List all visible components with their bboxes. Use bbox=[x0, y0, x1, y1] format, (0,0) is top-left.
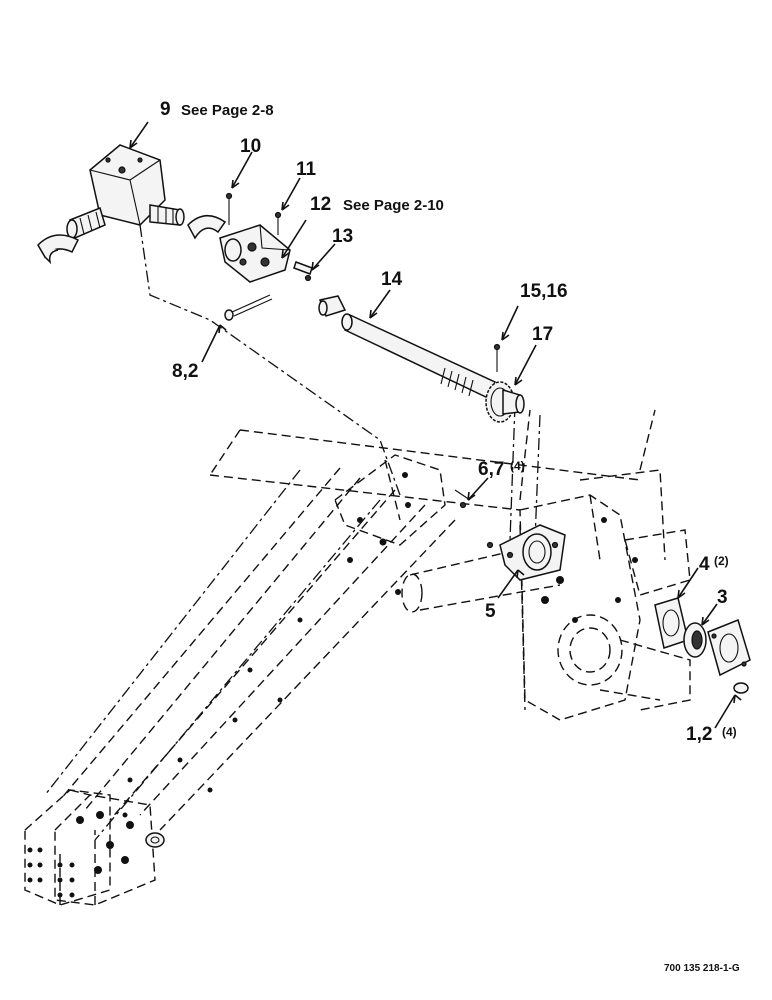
gasket-part-4 bbox=[654, 597, 689, 649]
callout-10: 10 bbox=[240, 136, 261, 157]
frame-phantom bbox=[24, 409, 691, 906]
callout-6-7: 6,7 bbox=[478, 459, 504, 480]
callout-4-qty: (2) bbox=[714, 554, 729, 568]
bolts-part-6-7 bbox=[454, 489, 494, 549]
callout-9: 9 bbox=[160, 99, 171, 120]
callout-labels: 9 See Page 2-8 10 11 12 See Page 2-10 13… bbox=[160, 99, 737, 745]
callout-4: 4 bbox=[699, 554, 710, 575]
callout-9-note: See Page 2-8 bbox=[181, 102, 274, 119]
bolt-part-10 bbox=[225, 192, 233, 225]
callout-17: 17 bbox=[532, 324, 553, 345]
pivot-pin bbox=[145, 832, 165, 848]
callout-5: 5 bbox=[485, 601, 496, 622]
bolt-part-15-16 bbox=[493, 343, 501, 372]
bearing-part-3 bbox=[683, 622, 707, 658]
coupler-part-12 bbox=[219, 224, 291, 283]
callout-1-2-qty: (4) bbox=[722, 725, 737, 739]
callout-12-note: See Page 2-10 bbox=[343, 197, 444, 214]
center-lines bbox=[139, 224, 541, 541]
callout-13: 13 bbox=[332, 226, 353, 247]
sprocket-part-17 bbox=[485, 381, 525, 423]
callout-15-16: 15,16 bbox=[520, 281, 568, 302]
bolt-part-8-2 bbox=[224, 294, 273, 321]
gearbox-part-9 bbox=[66, 144, 185, 240]
bolt-part-11 bbox=[274, 211, 282, 235]
flange-part-1-2 bbox=[707, 618, 751, 694]
callout-14: 14 bbox=[381, 269, 403, 290]
flange-part-5 bbox=[499, 524, 566, 581]
shaft-part-14 bbox=[318, 295, 496, 400]
leader-lines bbox=[129, 121, 742, 729]
pin-part-13 bbox=[293, 261, 313, 282]
callout-6-7-qty: (4) bbox=[510, 459, 525, 473]
figure-code: 700 135 218-1-G bbox=[664, 963, 740, 974]
callout-12: 12 bbox=[310, 194, 331, 215]
shaft-shields bbox=[37, 215, 227, 265]
frame-holes bbox=[27, 472, 638, 898]
callout-11: 11 bbox=[296, 159, 317, 180]
callout-8-2: 8,2 bbox=[172, 361, 198, 382]
callout-3: 3 bbox=[717, 587, 728, 608]
callout-1-2: 1,2 bbox=[686, 724, 712, 745]
